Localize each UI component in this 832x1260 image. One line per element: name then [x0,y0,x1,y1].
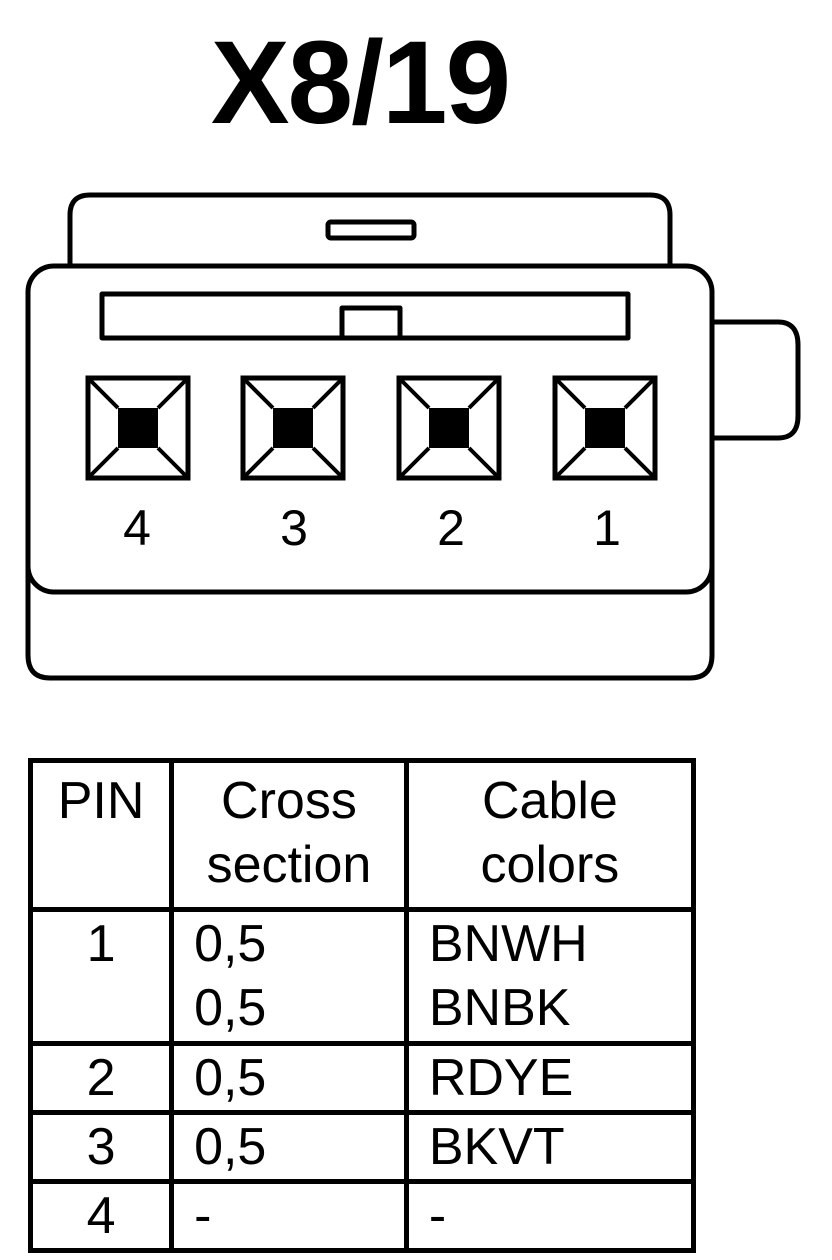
pin-cavity-1 [552,375,658,481]
table-row: 2 0,5 RDYE [27,1041,697,1115]
table-header-row: PIN Cross section Cable colors [27,758,697,912]
connector-diagram: 4 3 2 1 [25,192,801,681]
pin-assignment-table: PIN Cross section Cable colors 1 0,5 0,5… [27,758,697,1253]
cell-cable-colors: BKVT [403,1110,697,1184]
header-cable-colors: Cable colors [403,758,697,912]
connector-bottom-skirt [25,560,715,681]
cell-pin: 1 [27,907,175,1046]
cell-cross-section: 0,5 [169,1110,409,1184]
table-row: 1 0,5 0,5 BNWH BNBK [27,907,697,1046]
pin-label-4: 4 [123,500,151,556]
connector-body [25,263,715,595]
cell-cross-section: 0,5 [169,1041,409,1115]
connector-side-tab [712,319,801,441]
guide-rail [99,291,631,341]
pin-cavity-3 [240,375,346,481]
pin-label-1: 1 [593,500,621,556]
cell-pin: 4 [27,1179,175,1253]
table-row: 3 0,5 BKVT [27,1110,697,1184]
header-pin: PIN [27,758,175,912]
pin-label-2: 2 [437,500,465,556]
cell-cross-section: 0,5 0,5 [169,907,409,1046]
connector-top-latch [67,192,673,268]
cell-cable-colors: RDYE [403,1041,697,1115]
header-cross-section: Cross section [169,758,409,912]
cell-cable-colors: BNWH BNBK [403,907,697,1046]
cell-pin: 2 [27,1041,175,1115]
pin-label-3: 3 [280,500,308,556]
table-row: 4 - - [27,1179,697,1253]
cell-cross-section: - [169,1179,409,1253]
latch-slot [325,219,417,241]
cell-cable-colors: - [403,1179,697,1253]
guide-rail-key [339,305,403,338]
pin-cavity-2 [396,375,502,481]
connector-title: X8/19 [210,17,511,149]
pin-cavity-4 [85,375,191,481]
cell-pin: 3 [27,1110,175,1184]
